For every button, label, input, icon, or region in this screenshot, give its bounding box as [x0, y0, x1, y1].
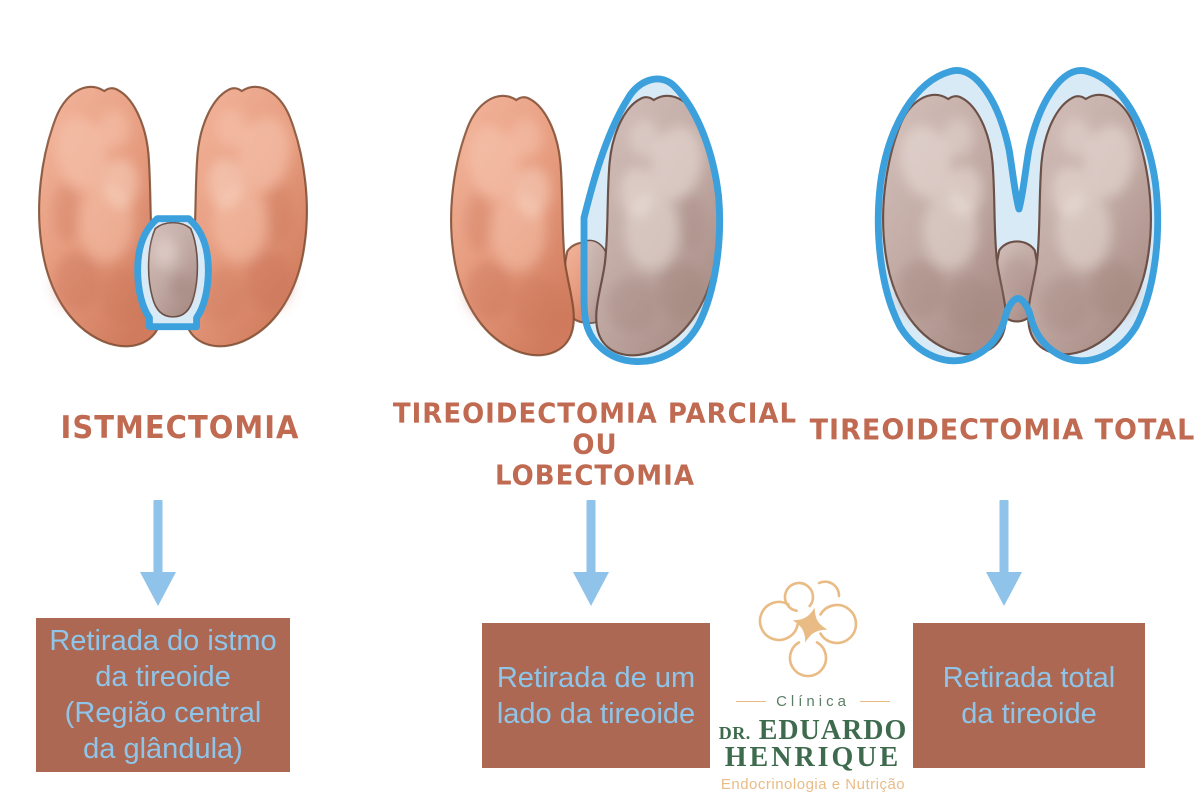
down-arrow-icon	[986, 500, 1022, 606]
thyroid-lobe-illustration	[450, 75, 724, 365]
logo-flower-icon	[758, 580, 858, 678]
description-text: Retirada de um lado da tireoide	[496, 661, 696, 730]
description-box-parcial: Retirada de um lado da tireoide	[482, 623, 710, 768]
logo-tagline: Endocrinologia e Nutrição	[720, 776, 906, 793]
logo-rule-right	[859, 701, 890, 702]
doctor-name-line2: HENRIQUE	[724, 742, 902, 773]
doctor-name-line1: DR. EDUARDO	[703, 715, 923, 747]
description-text: Retirada do istmo da tireoide (Região ce…	[49, 625, 277, 765]
logo-rule-left	[736, 701, 767, 702]
description-text: Retirada total da tireoide	[942, 661, 1116, 730]
procedure-title-parcial-lobectomia: TIREOIDECTOMIA PARCIAL OU LOBECTOMIA	[392, 397, 798, 493]
thyroid-total-illustration	[874, 67, 1162, 365]
clinic-logo: Clínica DR. EDUARDO HENRIQUE Endocrinolo…	[703, 576, 923, 800]
down-arrow-icon	[140, 500, 176, 606]
description-box-istmectomia: Retirada do istmo da tireoide (Região ce…	[36, 618, 290, 772]
doctor-name-prefix: DR.	[718, 723, 751, 743]
doctor-name-first: EDUARDO	[758, 715, 908, 746]
description-box-total: Retirada total da tireoide	[913, 623, 1145, 768]
procedure-title-istmectomia: ISTMECTOMIA	[60, 408, 300, 446]
clinic-label: Clínica	[776, 693, 850, 710]
down-arrow-icon	[573, 500, 609, 606]
lobe-texture	[53, 109, 293, 324]
thyroid-isthmus-illustration	[38, 85, 308, 348]
procedure-title-total: TIREOIDECTOMIA TOTAL	[809, 413, 1196, 448]
clinic-label-row: Clínica	[703, 693, 923, 710]
